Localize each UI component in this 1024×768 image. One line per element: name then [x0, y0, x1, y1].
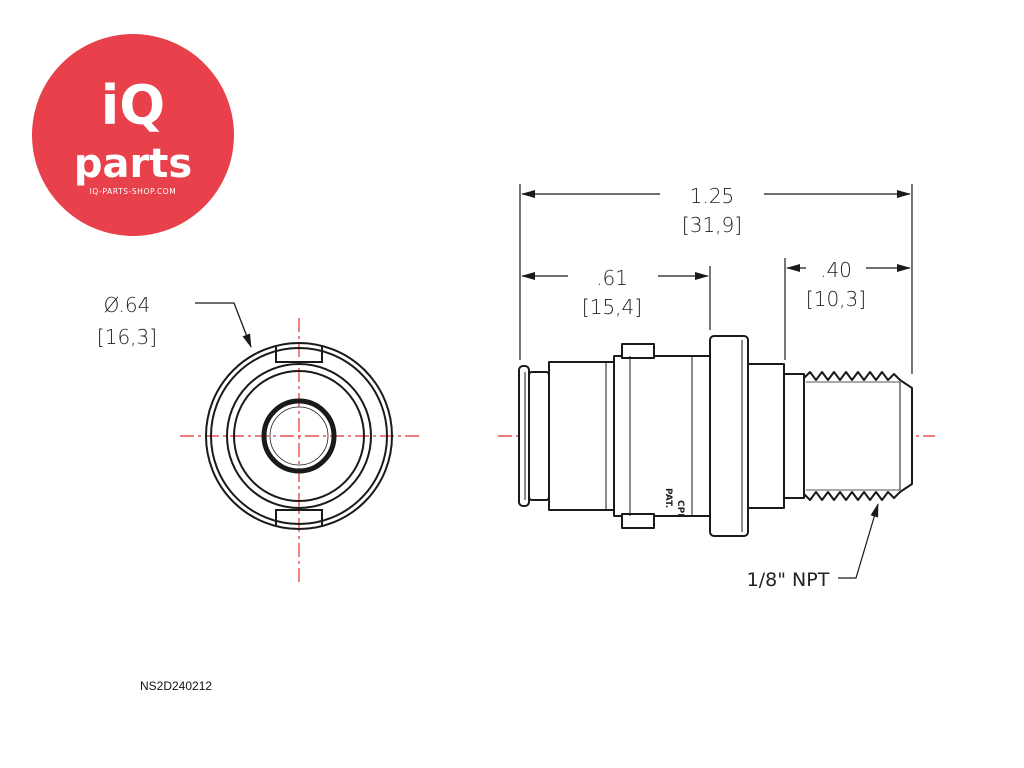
neck	[747, 363, 785, 509]
bottom-latch	[621, 513, 655, 529]
diameter-leader	[195, 302, 252, 348]
part-number: NS2D240212	[140, 679, 212, 693]
thread-length-inch-label: .40	[820, 258, 852, 282]
body-stamp-cpi: CPI	[675, 500, 685, 517]
seal-ring	[261, 398, 337, 474]
iq-parts-logo: iQ parts IQ-PARTS-SHOP.COM	[32, 34, 234, 236]
outer-ring	[205, 342, 393, 530]
diameter-mm-label: [16,3]	[97, 325, 157, 349]
thread-callout-leader	[838, 503, 879, 579]
logo-parts: parts	[74, 141, 192, 187]
side-dimension-labels: 1.25 [31,9] .61 [15,4] .40 [10,3] 1/8" N…	[582, 184, 866, 591]
nose-ring	[518, 365, 530, 507]
logo-url: IQ-PARTS-SHOP.COM	[90, 187, 177, 196]
bore	[269, 406, 329, 466]
thread-length-mm-label: [10,3]	[806, 287, 866, 311]
body-length-mm-label: [15,4]	[582, 295, 642, 319]
middle-ring-inner	[233, 370, 365, 502]
bottom-latch-tab	[275, 509, 323, 526]
body-stamp-pat: PAT.	[663, 488, 673, 508]
main-barrel	[548, 361, 615, 511]
diameter-dimension: Ø.64 [16,3]	[97, 293, 252, 349]
logo-iq: iQ	[101, 74, 165, 137]
top-latch-tab	[275, 346, 323, 363]
neck-step	[783, 373, 805, 499]
latch-section	[613, 355, 711, 517]
diameter-inch-label: Ø.64	[104, 293, 151, 317]
threaded-section	[803, 371, 913, 501]
end-view	[180, 318, 420, 586]
side-view: CPI PAT.	[498, 335, 935, 537]
thread-profile	[803, 371, 913, 501]
thread-callout-label: 1/8" NPT	[747, 569, 830, 591]
nose-seal	[528, 371, 550, 501]
overall-length-mm-label: [31,9]	[682, 213, 742, 237]
logo-badge	[32, 34, 234, 236]
body-length-inch-label: .61	[596, 266, 628, 290]
middle-ring	[226, 363, 372, 509]
top-latch	[621, 343, 655, 359]
outer-ring-inner	[210, 347, 388, 525]
overall-length-inch-label: 1.25	[690, 184, 735, 208]
side-dimensions	[519, 184, 913, 579]
